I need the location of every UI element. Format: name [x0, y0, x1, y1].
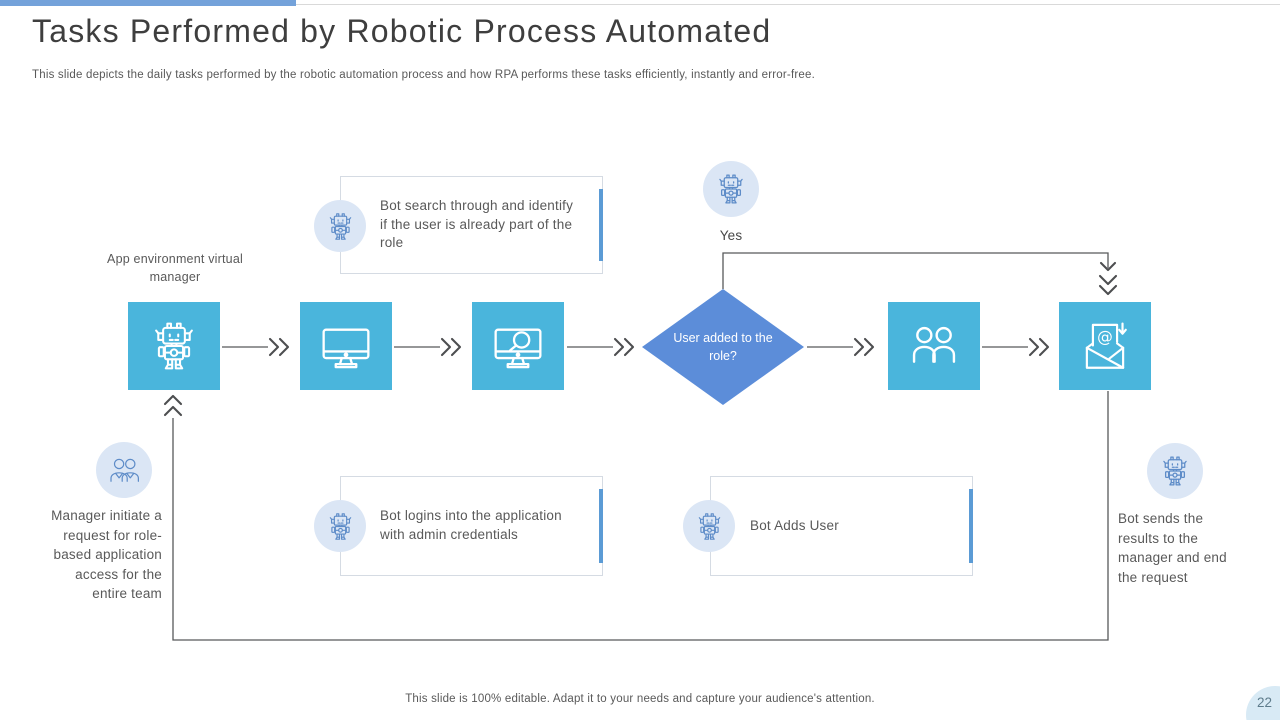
top-accent-bar [0, 0, 296, 6]
monitor-search-icon [489, 317, 547, 375]
callout-add-user: Bot Adds User [710, 476, 973, 576]
callout-login-robot-badge [314, 500, 366, 552]
callout-search: Bot search through and identify if the u… [340, 176, 603, 274]
footer-note: This slide is 100% editable. Adapt it to… [405, 693, 875, 705]
email-icon [1085, 322, 1127, 369]
step1-label: App environment virtual manager [107, 252, 243, 285]
yes-label: Yes [719, 228, 743, 243]
flow-step-add-user [888, 302, 980, 390]
callout-accent-bar [599, 488, 603, 564]
callout-login: Bot logins into the application with adm… [340, 476, 603, 576]
page-subtitle: This slide depicts the daily tasks perfo… [32, 69, 815, 81]
manager-people-badge [96, 442, 152, 498]
page-number-badge: 22 [1246, 686, 1280, 720]
robot-icon [155, 322, 193, 370]
bot-sends-label: Bot sends the results to the manager and… [1118, 511, 1227, 585]
page-number: 22 [1257, 695, 1273, 710]
callout-accent-bar [599, 188, 603, 262]
bot-sends-robot-badge [1147, 443, 1203, 499]
people-icon [109, 458, 139, 482]
page-title: Tasks Performed by Robotic Process Autom… [32, 13, 772, 49]
users-icon [912, 326, 956, 363]
callout-search-text: Bot search through and identify if the u… [380, 197, 574, 251]
robot-icon [1163, 456, 1187, 486]
callout-add-user-text: Bot Adds User [750, 517, 839, 533]
top-divider-line [296, 4, 1280, 5]
flow-step-email [1059, 302, 1151, 390]
decision-diamond: User added to the role? [642, 289, 804, 405]
decision-label: User added to the role? [673, 330, 773, 363]
robot-icon [698, 512, 720, 540]
callout-add-user-robot-badge [683, 500, 735, 552]
robot-icon [719, 174, 743, 204]
yes-robot-badge [703, 161, 759, 217]
flow-step-robot [128, 302, 220, 390]
flow-step-login [300, 302, 392, 390]
flow-step-search [472, 302, 564, 390]
manager-request-label: Manager initiate a request for role-base… [51, 508, 162, 602]
callout-accent-bar [969, 488, 973, 564]
robot-icon [329, 512, 351, 540]
callout-search-robot-badge [314, 200, 366, 252]
robot-icon [329, 212, 351, 240]
monitor-icon [322, 328, 370, 369]
callout-login-text: Bot logins into the application with adm… [380, 508, 562, 542]
